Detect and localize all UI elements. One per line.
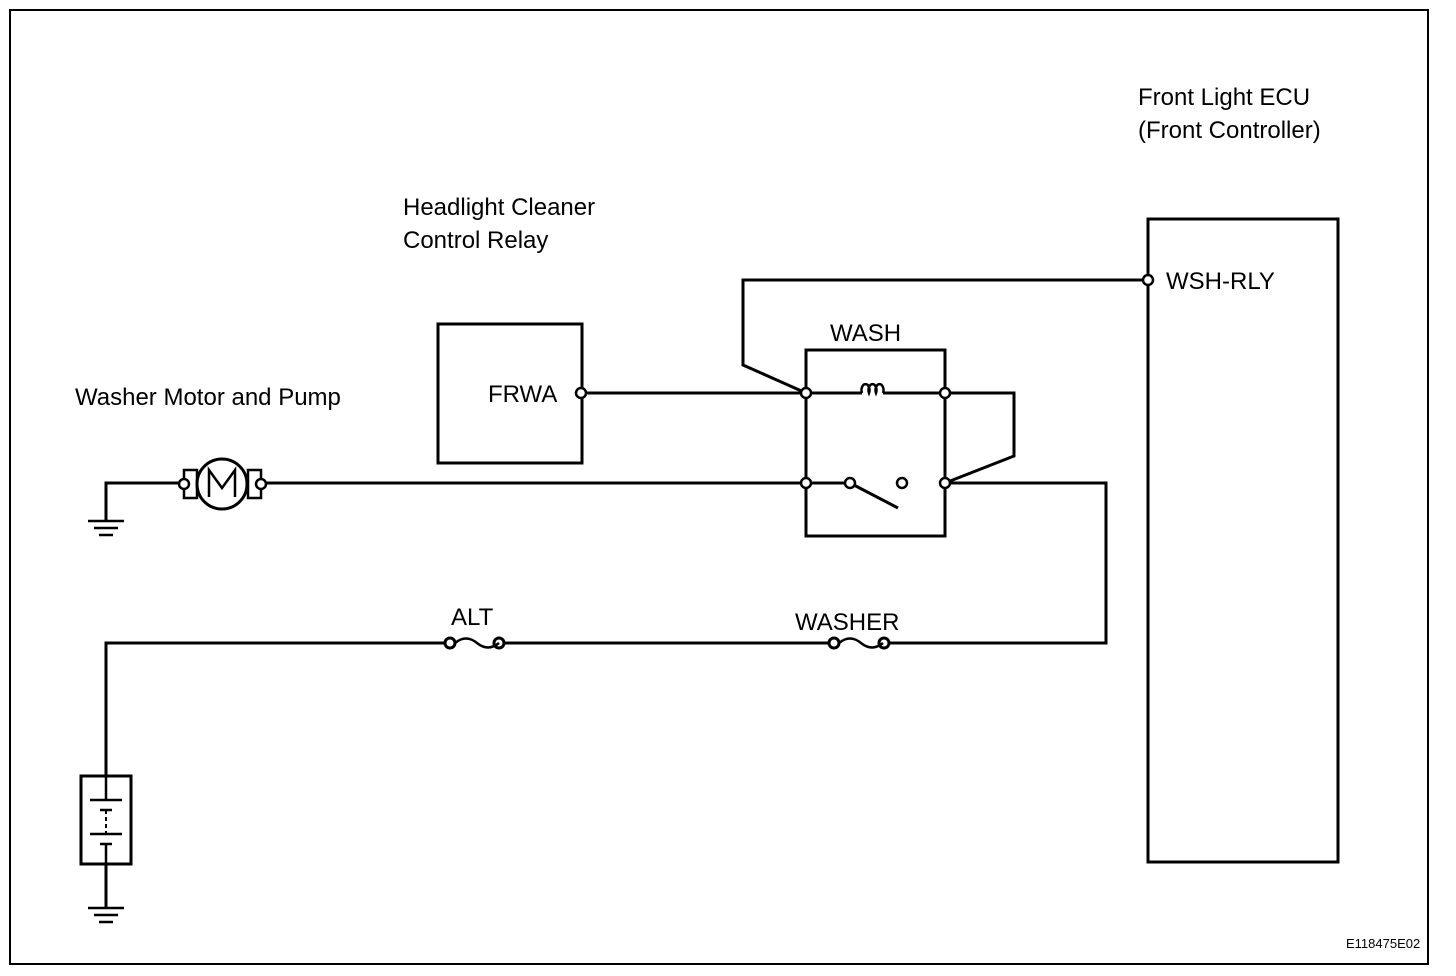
figure-code: E118475E02 [1346,936,1421,951]
relay-block-title: Headlight Cleaner Control Relay [403,194,596,254]
wire-wsh-rly [741,278,1148,395]
frwa-terminal-label: FRWA [488,381,558,408]
washer-motor-icon [177,457,268,511]
wsh-rly-terminal-label: WSH-RLY [1166,268,1275,295]
washer-fuse-label: WASHER [795,609,900,636]
terminal-relay-4 [938,476,952,490]
wash-relay-box [804,348,947,538]
terminal-wsh-rly [1141,273,1155,287]
wire-motor-ground [104,481,184,520]
terminal-relay-2 [938,386,952,400]
terminals [574,273,1155,490]
alt-fuse [443,636,506,650]
switch-contact-b [895,476,909,490]
battery-icon [79,774,133,866]
relay-coil [860,382,885,397]
wire-relay-bridge [944,391,1016,485]
washer-fuse [827,636,891,650]
terminal-relay-1 [799,386,813,400]
terminal-relay-3 [799,476,813,490]
relay-name-label: WASH [830,320,902,347]
diagram-frame [9,9,1429,965]
motor-title: Washer Motor and Pump [75,384,341,411]
terminal-frwa [574,386,588,400]
relay-switch-arm [849,481,899,510]
front-light-ecu-box [1146,217,1340,864]
ground-icon [88,906,124,924]
ecu-title: Front Light ECU (Front Controller) [1138,84,1321,144]
wire-relay-to-fuse [884,481,1108,645]
alt-fuse-label: ALT [451,604,494,631]
ground-icon [88,519,124,537]
switch-contact-a [843,476,857,490]
wire-battery [104,641,449,776]
